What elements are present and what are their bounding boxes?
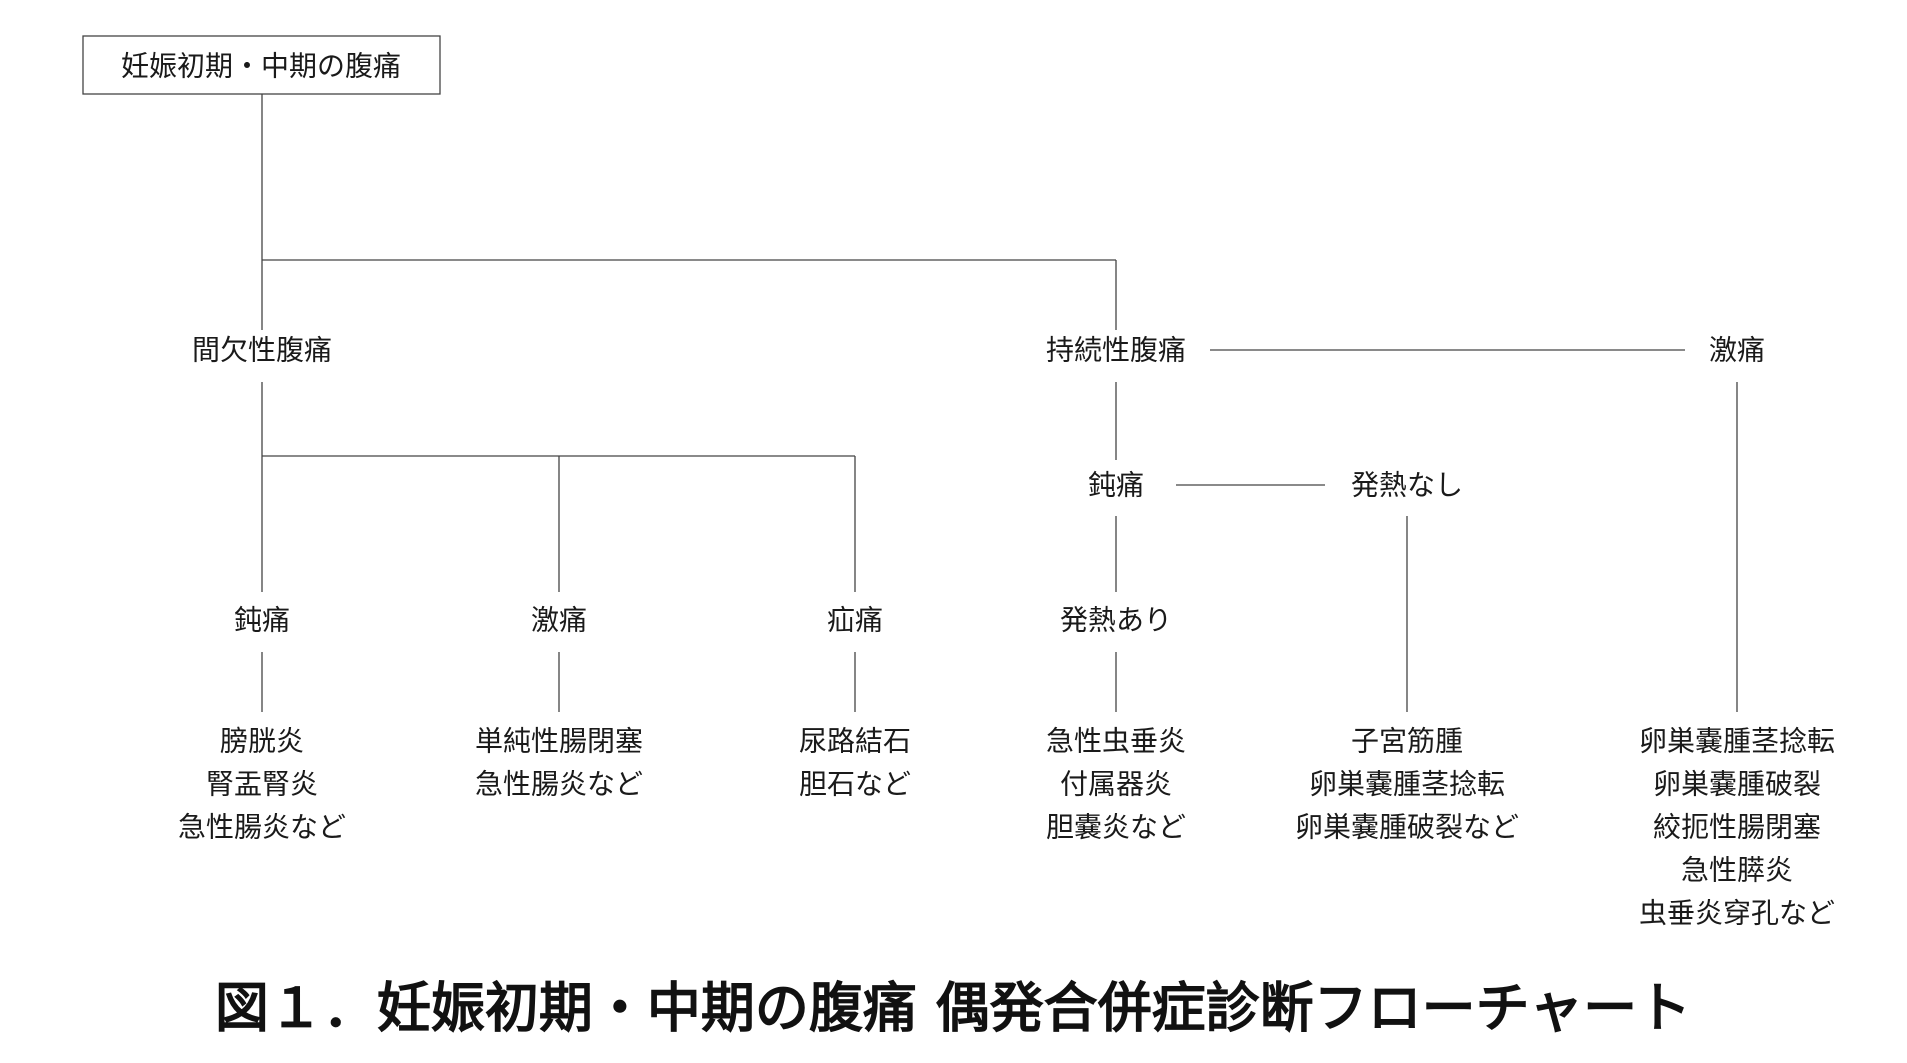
node-fever: 発熱あり bbox=[1060, 604, 1172, 637]
node-persistent-severe: 激痛 bbox=[1709, 334, 1765, 367]
result-item: 虫垂炎穿孔など bbox=[1639, 897, 1835, 930]
result-item: 急性腸炎など bbox=[178, 811, 346, 844]
result-item: 尿路結石 bbox=[799, 725, 911, 758]
result-item: 卵巣嚢腫破裂 bbox=[1653, 768, 1821, 801]
result-item: 子宮筋腫 bbox=[1351, 725, 1463, 758]
root-node: 妊娠初期・中期の腹痛 bbox=[82, 35, 441, 95]
figure-caption: 図１．妊娠初期・中期の腹痛 偶発合併症診断フローチャート bbox=[215, 977, 1691, 1040]
results-intermittent-dull: 膀胱炎 腎盂腎炎 急性腸炎など bbox=[178, 725, 346, 844]
node-persistent-dull: 鈍痛 bbox=[1088, 469, 1144, 502]
results-fever: 急性虫垂炎 付属器炎 胆嚢炎など bbox=[1046, 725, 1186, 844]
result-item: 胆嚢炎など bbox=[1046, 811, 1186, 844]
result-item: 卵巣嚢腫茎捻転 bbox=[1309, 768, 1505, 801]
node-intermittent-severe: 激痛 bbox=[531, 604, 587, 637]
result-item: 単純性腸閉塞 bbox=[475, 725, 643, 758]
result-item: 急性腸炎など bbox=[475, 768, 643, 801]
node-intermittent-colic: 疝痛 bbox=[827, 604, 883, 637]
root-node-box bbox=[82, 35, 441, 95]
results-intermittent-severe: 単純性腸閉塞 急性腸炎など bbox=[475, 725, 643, 801]
results-no-fever: 子宮筋腫 卵巣嚢腫茎捻転 卵巣嚢腫破裂など bbox=[1295, 725, 1519, 844]
result-item: 急性虫垂炎 bbox=[1046, 725, 1186, 758]
node-persistent-pain: 持続性腹痛 bbox=[1046, 334, 1186, 367]
root-node-label: 妊娠初期・中期の腹痛 bbox=[121, 50, 401, 83]
result-item: 膀胱炎 bbox=[220, 725, 304, 758]
result-item: 胆石など bbox=[799, 768, 911, 801]
node-intermittent-dull: 鈍痛 bbox=[234, 604, 290, 637]
result-item: 絞扼性腸閉塞 bbox=[1653, 811, 1821, 844]
connector-lines bbox=[261, 94, 1738, 712]
node-intermittent-pain: 間欠性腹痛 bbox=[192, 334, 332, 367]
result-item: 卵巣嚢腫破裂など bbox=[1295, 811, 1519, 844]
result-item: 卵巣嚢腫茎捻転 bbox=[1639, 725, 1835, 758]
results-persistent-severe: 卵巣嚢腫茎捻転 卵巣嚢腫破裂 絞扼性腸閉塞 急性膵炎 虫垂炎穿孔など bbox=[1639, 725, 1835, 930]
result-item: 付属器炎 bbox=[1060, 768, 1172, 801]
node-no-fever: 発熱なし bbox=[1351, 469, 1463, 502]
result-item: 急性膵炎 bbox=[1681, 854, 1793, 887]
result-item: 腎盂腎炎 bbox=[206, 768, 318, 801]
results-intermittent-colic: 尿路結石 胆石など bbox=[799, 725, 911, 801]
